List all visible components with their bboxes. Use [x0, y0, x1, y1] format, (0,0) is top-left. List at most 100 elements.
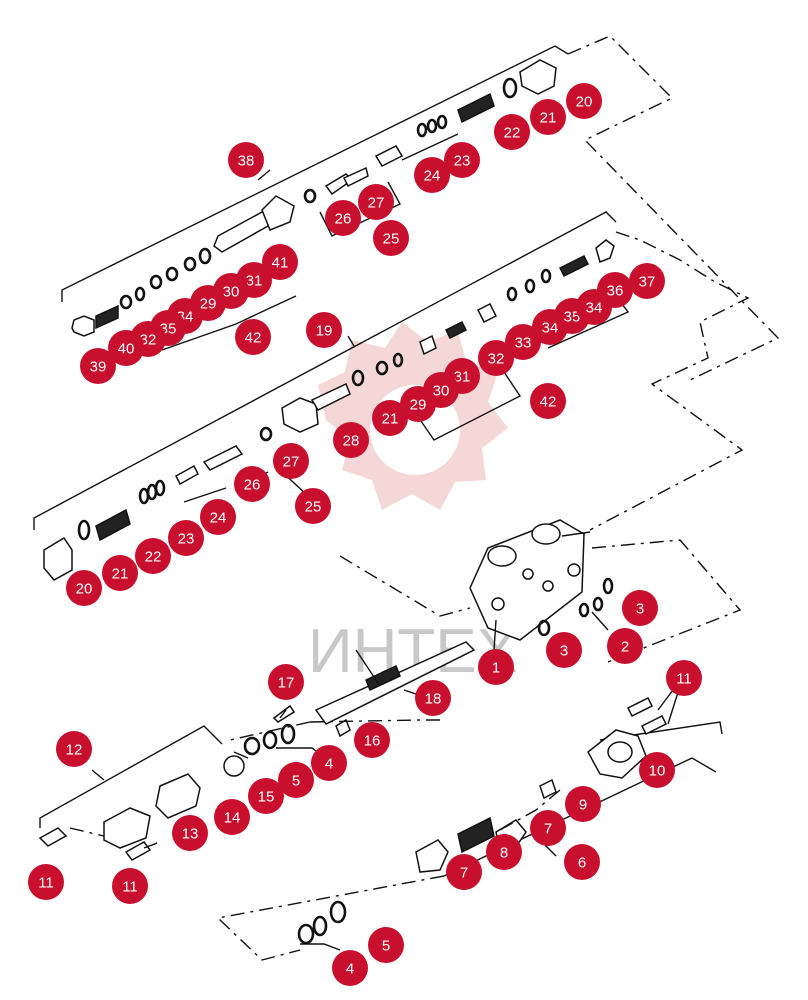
callout-marker — [311, 745, 347, 781]
callout-marker — [200, 499, 236, 535]
callout-23: 23 — [444, 142, 480, 178]
callout-marker — [248, 778, 284, 814]
callout-marker — [306, 312, 342, 348]
callout-label: 21 — [112, 566, 129, 583]
callout-label: 37 — [639, 274, 656, 291]
callout-label: 19 — [316, 323, 333, 340]
callout-label: 39 — [90, 359, 107, 376]
callout-marker — [262, 244, 298, 280]
callout-42: 42 — [530, 383, 566, 419]
callout-20: 20 — [566, 83, 602, 119]
callout-label: 35 — [564, 309, 581, 326]
callout-marker — [354, 722, 390, 758]
callout-24: 24 — [414, 157, 450, 193]
callout-label: 9 — [579, 797, 587, 814]
callout-11: 11 — [28, 864, 64, 900]
callout-8: 8 — [486, 834, 522, 870]
callout-marker — [414, 157, 450, 193]
callout-label: 17 — [278, 675, 295, 692]
callout-label: 7 — [460, 865, 468, 882]
callout-marker — [622, 590, 658, 626]
callout-14: 14 — [214, 799, 250, 835]
callout-1: 1 — [478, 649, 514, 685]
callout-27: 27 — [273, 443, 309, 479]
callout-marker — [530, 99, 566, 135]
callout-label: 22 — [504, 125, 521, 142]
callout-label: 31 — [246, 273, 263, 290]
callout-label: 20 — [76, 581, 93, 598]
callout-marker — [530, 383, 566, 419]
callout-label: 40 — [118, 341, 135, 358]
upper-assembly — [61, 35, 780, 381]
callout-marker — [373, 220, 409, 256]
callout-label: 21 — [540, 110, 557, 127]
callout-label: 32 — [140, 332, 157, 349]
callout-marker — [415, 680, 451, 716]
spool-assembly — [229, 641, 476, 761]
callout-marker — [368, 927, 404, 963]
callout-label: 33 — [515, 335, 532, 352]
callout-label: 42 — [540, 394, 557, 411]
right-cover-assembly — [216, 685, 723, 961]
callout-11: 11 — [666, 660, 702, 696]
callout-11: 11 — [112, 868, 148, 904]
callout-2: 2 — [607, 628, 643, 664]
callout-5: 5 — [368, 927, 404, 963]
callout-label: 23 — [454, 153, 471, 170]
callout-marker — [478, 340, 514, 376]
callout-marker — [108, 330, 144, 366]
callout-label: 42 — [245, 330, 262, 347]
callout-label: 30 — [433, 383, 450, 400]
callout-marker — [478, 649, 514, 685]
callout-label: 27 — [283, 454, 300, 471]
callout-marker — [446, 854, 482, 890]
callout-label: 27 — [368, 195, 385, 212]
middle-assembly — [33, 211, 750, 581]
callout-25: 25 — [295, 488, 331, 524]
callout-marker — [494, 114, 530, 150]
callout-marker — [505, 324, 541, 360]
callout-10: 10 — [639, 752, 675, 788]
callout-20: 20 — [66, 570, 102, 606]
callout-label: 16 — [364, 733, 381, 750]
callout-marker — [325, 200, 361, 236]
callout-22: 22 — [135, 538, 171, 574]
callout-marker — [358, 184, 394, 220]
callout-label: 3 — [560, 643, 568, 660]
callout-label: 18 — [425, 691, 442, 708]
valve-body — [339, 519, 742, 663]
callout-marker — [66, 570, 102, 606]
callout-26: 26 — [325, 200, 361, 236]
callout-label: 38 — [238, 153, 255, 170]
callout-marker — [565, 786, 601, 822]
callout-21: 21 — [102, 555, 138, 591]
callout-marker — [172, 815, 208, 851]
callout-label: 11 — [676, 671, 692, 688]
callout-38: 38 — [228, 142, 264, 178]
callout-22: 22 — [494, 114, 530, 150]
callout-marker — [530, 810, 566, 846]
callout-label: 30 — [223, 284, 240, 301]
callout-marker — [372, 400, 408, 436]
callout-label: 3 — [636, 601, 644, 618]
callout-label: 13 — [182, 826, 199, 843]
callout-marker — [332, 950, 368, 986]
callout-label: 11 — [38, 875, 54, 892]
callout-19: 19 — [306, 312, 342, 348]
callout-3: 3 — [622, 590, 658, 626]
callout-40: 40 — [108, 330, 144, 366]
callout-label: 7 — [544, 821, 552, 838]
callout-label: 11 — [122, 879, 138, 896]
callout-12: 12 — [56, 731, 92, 767]
callout-marker — [597, 272, 633, 308]
callout-marker — [56, 731, 92, 767]
left-cover-assembly — [38, 725, 245, 861]
callout-28: 28 — [333, 422, 369, 458]
callout-7: 7 — [530, 810, 566, 846]
callout-marker — [400, 386, 436, 422]
callout-marker — [112, 868, 148, 904]
callout-marker — [135, 538, 171, 574]
callout-marker — [546, 632, 582, 668]
